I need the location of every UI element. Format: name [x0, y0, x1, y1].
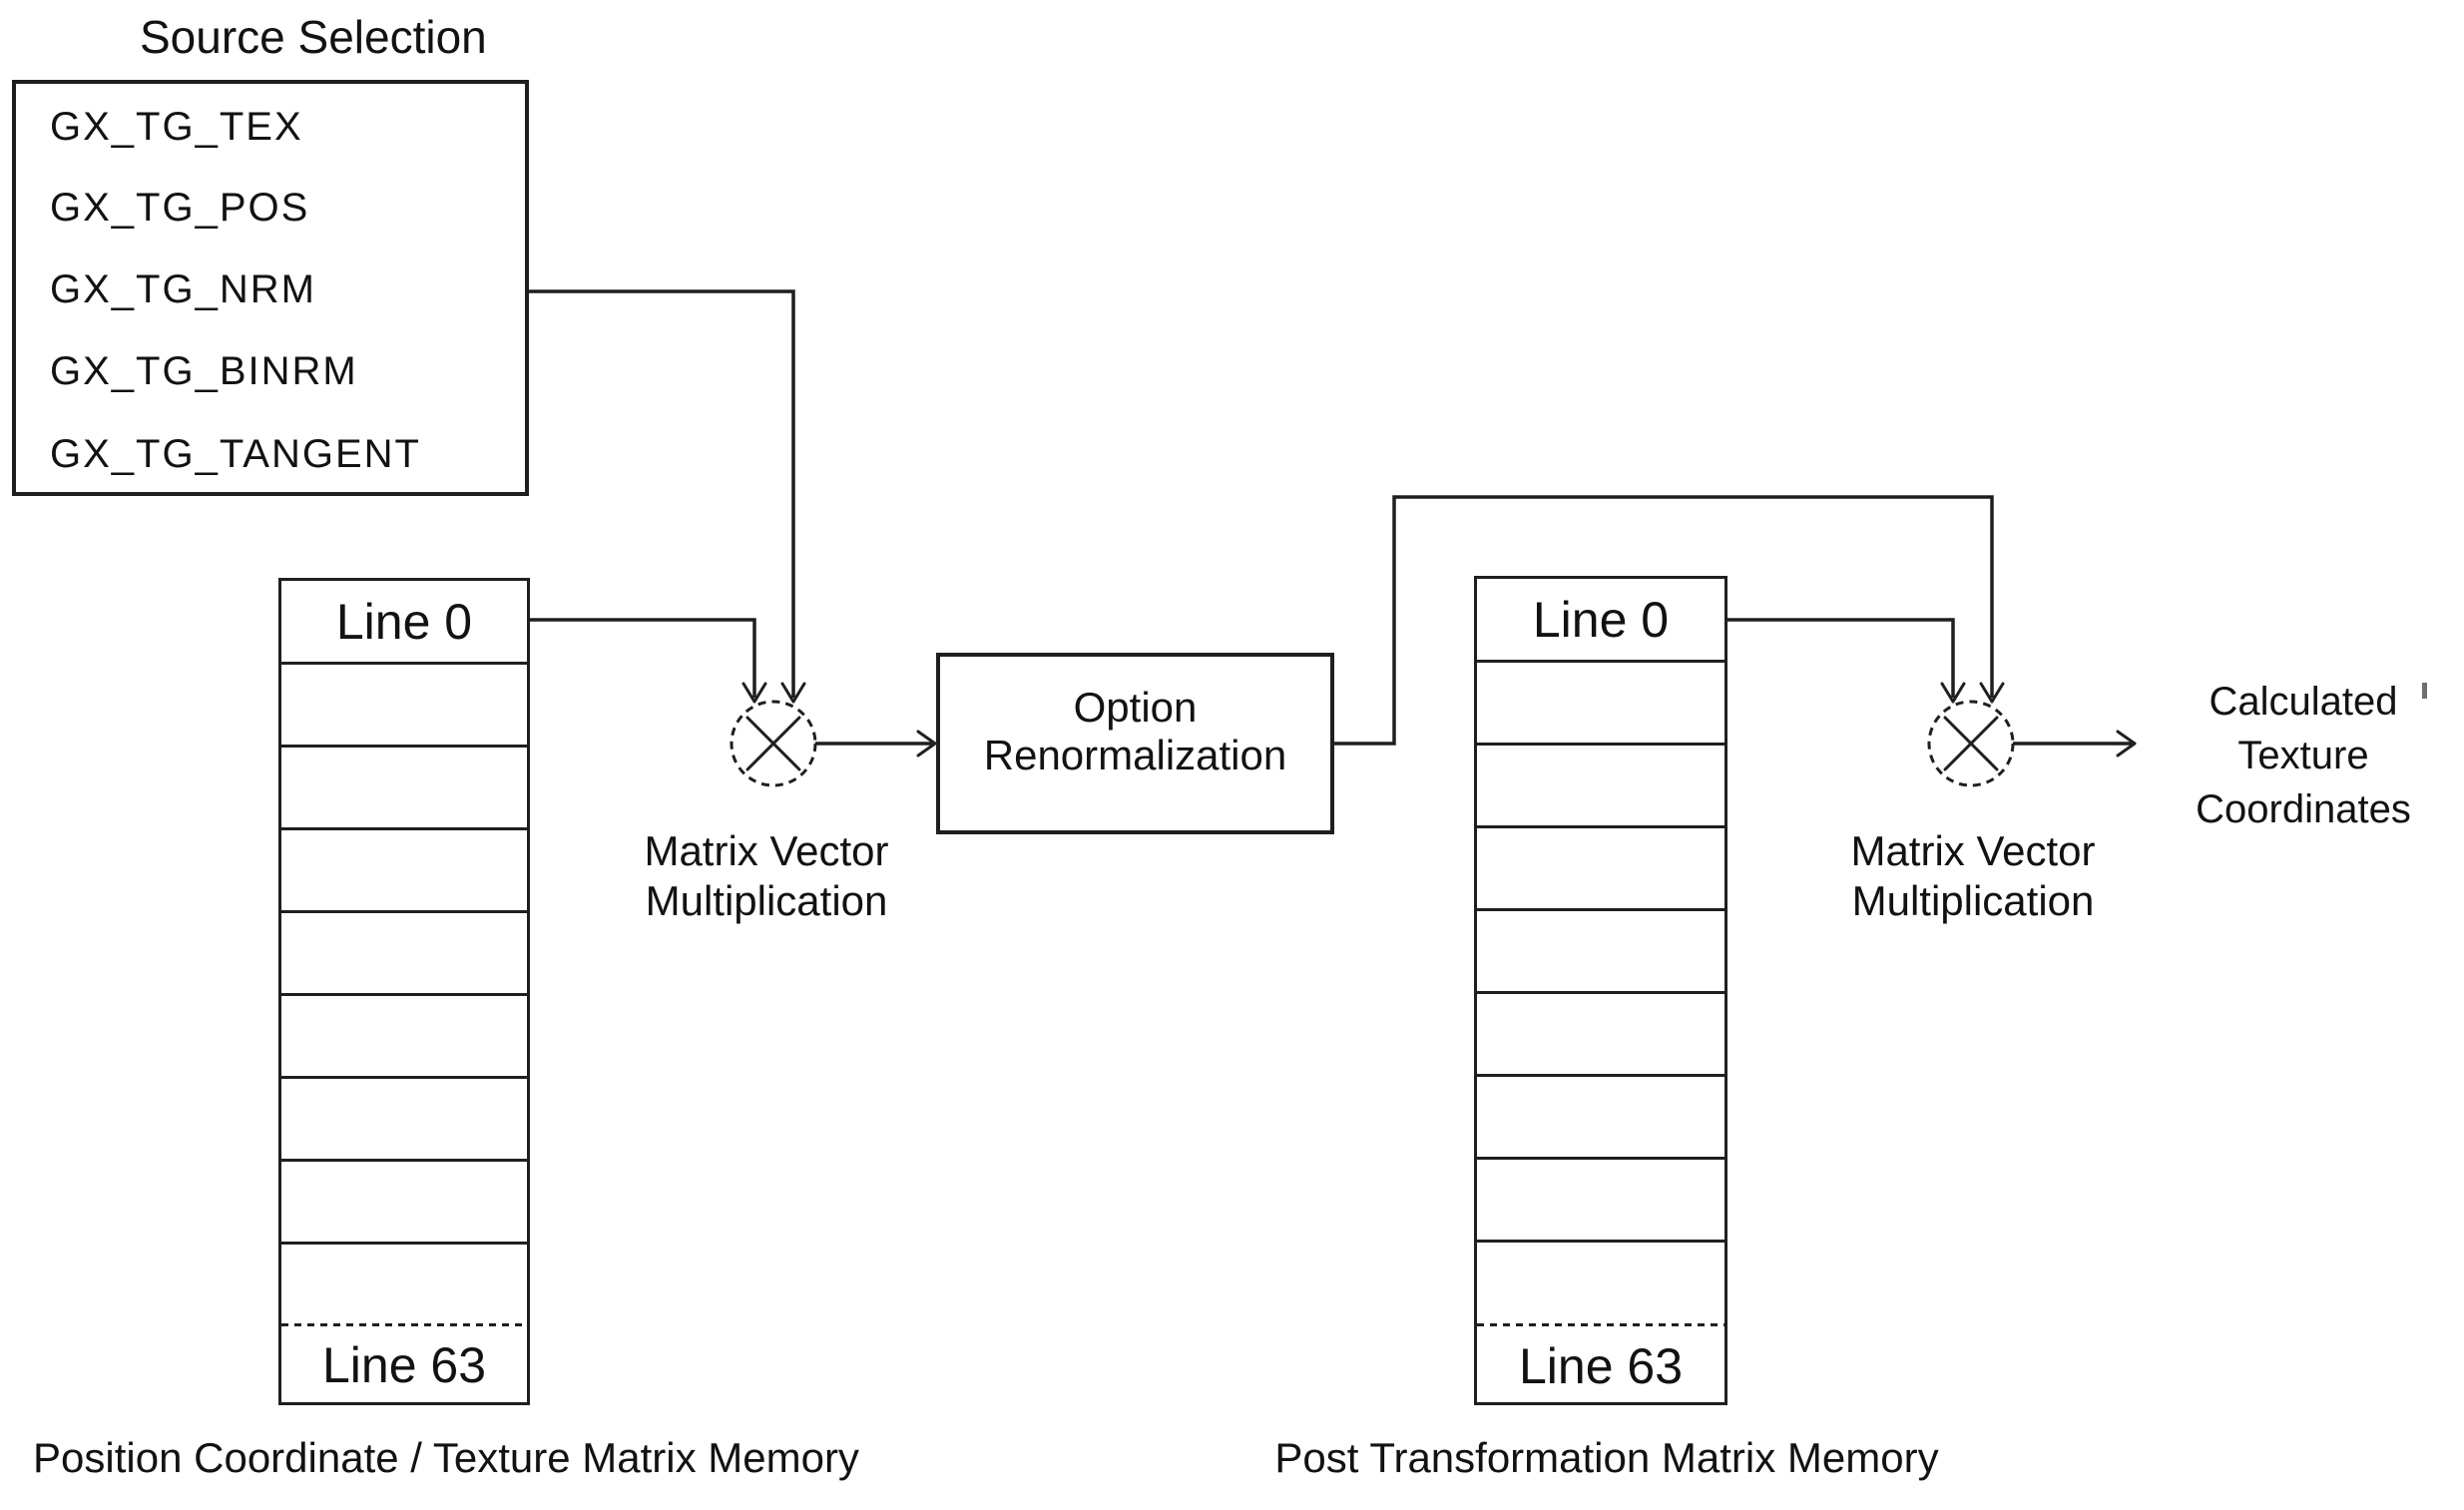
- row-divider: [1477, 991, 1725, 994]
- edge-artifact: [2422, 683, 2427, 699]
- row-divider: [1477, 825, 1725, 828]
- source-item-gx-tg-binrm: GX_TG_BINRM: [50, 349, 358, 393]
- option-box-label-line1: Option: [1073, 684, 1198, 731]
- output-label-line1: Calculated: [2209, 680, 2398, 724]
- right-memory-caption: Post Transformation Matrix Memory: [1274, 1434, 1939, 1481]
- row-divider: [1477, 1074, 1725, 1077]
- output-label-line3: Coordinates: [2196, 787, 2411, 831]
- row-divider: [281, 1076, 527, 1079]
- multiplier2-label-line1: Matrix Vector: [1850, 827, 2096, 874]
- line63-label: Line 63: [1518, 1338, 1684, 1394]
- output-label-line2: Texture: [2237, 734, 2369, 777]
- multiplier1-label: Matrix Vector Multiplication: [612, 826, 921, 926]
- row-divider: [281, 662, 527, 665]
- row-divider: [1477, 1157, 1725, 1160]
- row-divider: [1477, 908, 1725, 911]
- row-divider: [1477, 743, 1725, 746]
- wire-right-memory-to-multiplier2: [1727, 618, 1955, 698]
- line0-label: Line 0: [1532, 592, 1670, 648]
- multiply-x-icon: [1943, 716, 1999, 771]
- row-divider: [281, 827, 527, 830]
- row-divider: [1477, 660, 1725, 663]
- row-divider: [281, 745, 527, 748]
- arrowhead-icon: [1940, 682, 1966, 704]
- row-divider: [281, 1242, 527, 1245]
- wire-option-box-to-multiplier2: [1334, 495, 1994, 746]
- source-item-gx-tg-nrm: GX_TG_NRM: [50, 267, 316, 311]
- row-divider: [281, 993, 527, 996]
- calculated-texture-coordinates-label: Calculated Texture Coordinates: [2164, 675, 2443, 836]
- source-selection-box: GX_TG_TEX GX_TG_POS GX_TG_NRM GX_TG_BINR…: [12, 80, 529, 496]
- source-item-gx-tg-tangent: GX_TG_TANGENT: [50, 432, 421, 476]
- arrowhead-icon: [780, 682, 806, 704]
- source-item-gx-tg-pos: GX_TG_POS: [50, 186, 310, 230]
- ellipsis-divider: [281, 1323, 527, 1326]
- source-item-gx-tg-tex: GX_TG_TEX: [50, 105, 303, 149]
- option-renormalization-box: Option Renormalization: [936, 653, 1334, 834]
- multiplier1-label-line1: Matrix Vector: [644, 827, 889, 874]
- row-divider: [281, 910, 527, 913]
- left-memory-caption: Position Coordinate / Texture Matrix Mem…: [33, 1434, 859, 1481]
- position-texture-matrix-memory: Line 0 Line 63: [278, 578, 530, 1405]
- row-divider: [281, 1159, 527, 1162]
- source-selection-title: Source Selection: [140, 11, 487, 63]
- line63-label: Line 63: [321, 1337, 487, 1393]
- wire-source-to-multiplier1: [529, 289, 795, 698]
- multiply-x-icon: [745, 716, 801, 771]
- ellipsis-divider: [1477, 1323, 1725, 1326]
- arrowhead-icon: [1979, 682, 2005, 704]
- row-divider: [1477, 1240, 1725, 1243]
- multiplier1-label-line2: Multiplication: [645, 877, 888, 924]
- option-box-label-line2: Renormalization: [983, 732, 1287, 778]
- line0-label: Line 0: [335, 594, 473, 650]
- wire-left-memory-to-multiplier1: [530, 618, 756, 698]
- multiplier2-label-line2: Multiplication: [1851, 877, 2095, 924]
- arrowhead-icon: [916, 730, 937, 757]
- post-transformation-matrix-memory: Line 0 Line 63: [1474, 576, 1727, 1405]
- arrowhead-icon: [2116, 730, 2137, 757]
- arrowhead-icon: [741, 682, 767, 704]
- multiplier2-label: Matrix Vector Multiplication: [1818, 826, 2128, 926]
